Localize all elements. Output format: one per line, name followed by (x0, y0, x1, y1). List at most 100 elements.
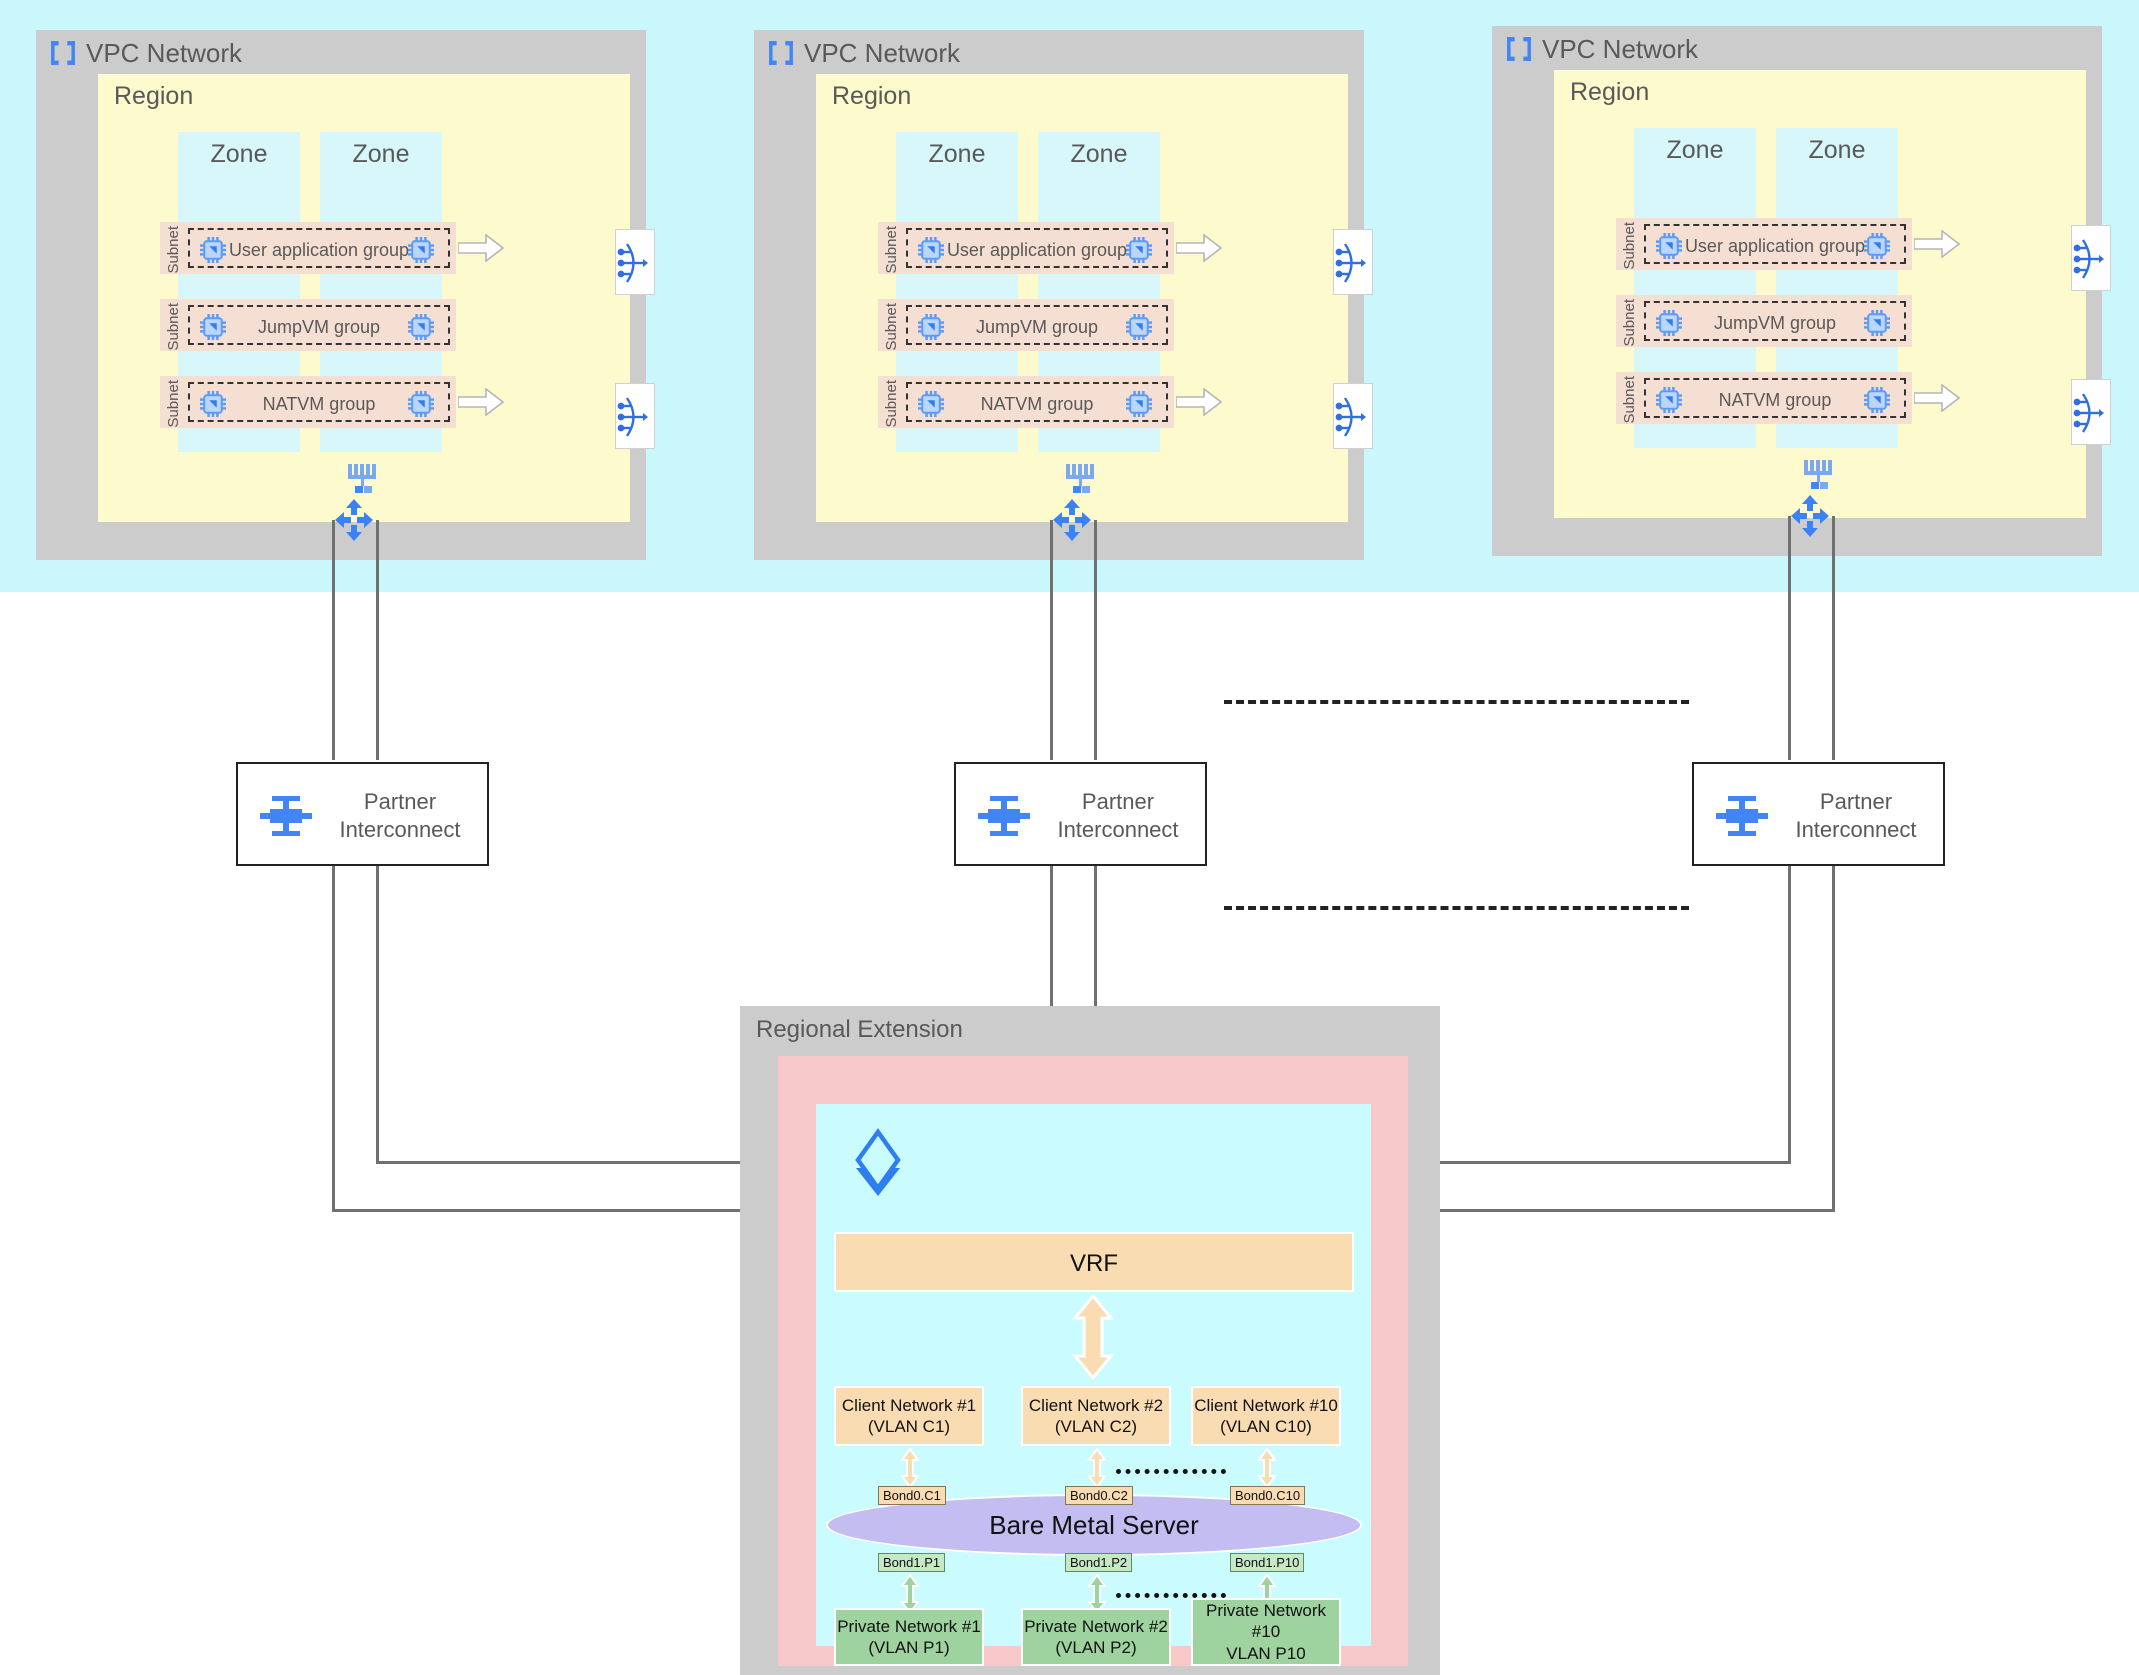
cloud-router-icon (1790, 494, 1830, 538)
regional-extension: Regional Extension VRF (740, 1006, 1440, 1675)
group-label-user-application-3: User application group (1684, 236, 1866, 256)
dashed-separator-top (1224, 700, 1689, 704)
link-pi1-left-to-vrf (332, 1209, 856, 1212)
link-pi1-right-down (376, 866, 379, 1161)
client-network-10[interactable]: Client Network #10 (VLAN C10) (1191, 1386, 1341, 1446)
partner-interconnect-label-2: Partner Interconnect (1057, 789, 1179, 842)
vrf-to-client-arrow-icon (1071, 1293, 1115, 1385)
link-vpc1-right (376, 520, 379, 760)
flow-arrow-icon (1913, 229, 1961, 263)
link-vpc2-right (1094, 520, 1097, 760)
subnet-2-1: Subnet (878, 222, 1174, 274)
vpc-network-3: VPC Network Region Zone Zone Subnet (1492, 26, 2111, 556)
load-balancer-2-a (1333, 229, 1373, 295)
cpu-chip-icon (916, 235, 946, 265)
link-vpc1-left (332, 520, 335, 760)
flow-arrow-icon (457, 387, 505, 421)
link-pi3-left-down (1788, 866, 1791, 1161)
cpu-chip-icon (916, 389, 946, 419)
vrf-label: VRF (1070, 1250, 1118, 1277)
cpu-chip-icon (198, 389, 228, 419)
private-network-10[interactable]: Private Network #10 VLAN P10 (1191, 1598, 1341, 1666)
load-balancer-3-a (2071, 225, 2111, 291)
subnet-label-3-3: Subnet (1621, 376, 1638, 424)
flow-arrow-icon (1175, 387, 1223, 421)
subnet-2-2: Subnet (878, 299, 1174, 351)
link-vpc2-left (1050, 520, 1053, 760)
subnet-label-2-2: Subnet (883, 303, 900, 351)
regional-extension-cyan-layer: VRF Client Network #1 (VLAN C1) Client N… (816, 1104, 1371, 1666)
partner-interconnect-3[interactable]: Partner Interconnect (1692, 762, 1945, 866)
flow-arrow-icon (1913, 383, 1961, 417)
private-network-1[interactable]: Private Network #1 (VLAN P1) (834, 1608, 984, 1666)
regional-extension-title: Regional Extension (756, 1016, 963, 1043)
vpc-network-icon (768, 40, 794, 66)
bond-label-p10: Bond1.P10 (1230, 1553, 1305, 1572)
subnet-label-1-2: Subnet (165, 303, 182, 351)
load-balancer-1-a (615, 229, 655, 295)
client-network-1[interactable]: Client Network #1 (VLAN C1) (834, 1386, 984, 1446)
link-pi3-right-down (1832, 866, 1835, 1209)
region-1: Region Zone Zone Subnet (98, 74, 630, 522)
cloud-router-icon (1052, 498, 1092, 542)
link-pi3-right-to-vrf (1320, 1209, 1835, 1212)
zone-title-2-b: Zone (1070, 140, 1128, 168)
group-natvm-2: NATVM group (906, 382, 1168, 422)
subnet-label-2-1: Subnet (883, 226, 900, 274)
zone-title-3-b: Zone (1808, 136, 1866, 164)
group-natvm-1: NATVM group (188, 382, 450, 422)
cloud-router-icon (334, 498, 374, 542)
link-pi3-left-to-vrf (1320, 1161, 1791, 1164)
bond-label-p1: Bond1.P1 (878, 1553, 946, 1572)
subnet-label-3-1: Subnet (1621, 222, 1638, 270)
client-network-2[interactable]: Client Network #2 (VLAN C2) (1021, 1386, 1171, 1446)
vpc-title-1: VPC Network (86, 38, 243, 68)
subnet-label-1-3: Subnet (165, 380, 182, 428)
cpu-chip-icon (406, 389, 436, 419)
private-network-ellipsis (1116, 1593, 1226, 1598)
group-jumpvm-3: JumpVM group (1644, 301, 1906, 341)
subnet-2-3: Subnet (878, 376, 1174, 428)
vpc-network-icon (50, 40, 76, 66)
group-natvm-3: NATVM group (1644, 378, 1906, 418)
vpc-network-icon (1506, 36, 1532, 62)
zone-title-2-a: Zone (928, 140, 986, 168)
subnet-label-1-1: Subnet (165, 226, 182, 274)
region-2: Region Zone Zone Subnet (816, 74, 1348, 522)
subnet-1-3: Subnet (160, 376, 456, 428)
group-label-user-application-2: User application group (946, 240, 1128, 260)
subnet-3-2: Subnet (1616, 295, 1912, 347)
cpu-chip-icon (1654, 231, 1684, 261)
zone-title-3-a: Zone (1666, 136, 1724, 164)
flow-arrow-icon (457, 233, 505, 267)
partner-interconnect-label-3: Partner Interconnect (1795, 789, 1917, 842)
switch-icon (1064, 464, 1100, 496)
region-title-3: Region (1570, 78, 1650, 106)
zone-title-1-a: Zone (210, 140, 268, 168)
partner-interconnect-1[interactable]: Partner Interconnect (236, 762, 489, 866)
group-jumpvm-2: JumpVM group (906, 305, 1168, 345)
cpu-chip-icon (1654, 385, 1684, 415)
switch-icon (1802, 460, 1838, 492)
partner-interconnect-icon (256, 792, 316, 840)
link-pi1-right-to-vrf (376, 1161, 856, 1164)
link-vpc3-left (1788, 516, 1791, 760)
vpc-title-3: VPC Network (1542, 34, 1699, 64)
group-label-jumpvm-3: JumpVM group (1713, 313, 1837, 333)
cpu-chip-icon (406, 235, 436, 265)
subnet-1-2: Subnet (160, 299, 456, 351)
partner-interconnect-2[interactable]: Partner Interconnect (954, 762, 1207, 866)
vpc-title-2: VPC Network (804, 38, 961, 68)
private-network-2[interactable]: Private Network #2 (VLAN P2) (1021, 1608, 1171, 1666)
vpc-network-1: VPC Network Region Zone Zone Subnet (36, 30, 655, 560)
bare-metal-server-label: Bare Metal Server (989, 1509, 1199, 1540)
cpu-chip-icon (1862, 308, 1892, 338)
bond-label-c10: Bond0.C10 (1230, 1486, 1306, 1505)
switch-icon (346, 464, 382, 496)
group-user-application-1: User application group (188, 228, 450, 268)
vrf-box[interactable]: VRF (834, 1232, 1354, 1292)
group-label-user-application-1: User application group (228, 240, 410, 260)
bond-label-p2: Bond1.P2 (1065, 1553, 1133, 1572)
partner-interconnect-icon (1712, 792, 1772, 840)
